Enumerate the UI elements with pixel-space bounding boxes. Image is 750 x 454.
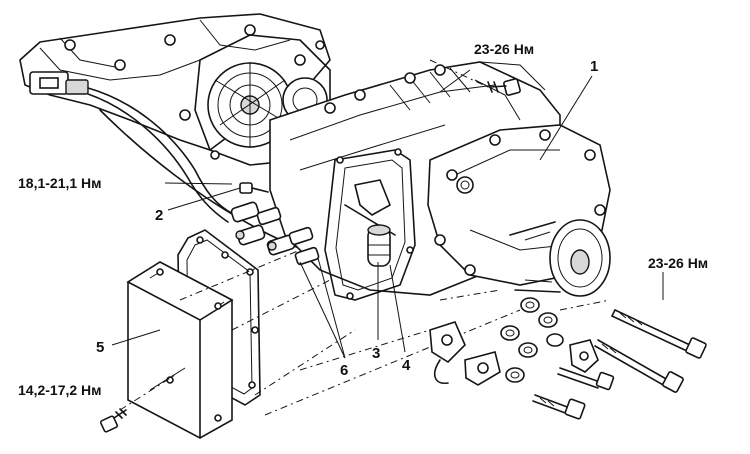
torque-label-top-bolt: 23-26 Нм: [474, 41, 534, 57]
torque-label-cover-bolt: 14,2-17,2 Нм: [18, 382, 102, 398]
cover-bolt: [99, 408, 127, 433]
hardware-washers: [500, 297, 564, 383]
torque-label-side-bolts: 23-26 Нм: [648, 255, 708, 271]
shift-fork-assembly: [344, 179, 396, 267]
callout-6: 6: [340, 362, 348, 379]
callout-2: 2: [155, 207, 163, 224]
sensor-bolt: [239, 182, 269, 194]
rear-extension-housing: [427, 124, 611, 297]
callout-5: 5: [96, 339, 104, 356]
assembly-lines: [119, 59, 611, 416]
brackets: [429, 321, 599, 386]
callout-4: 4: [402, 357, 411, 374]
wiring-connector: [29, 71, 89, 95]
callout-1: 1: [590, 58, 598, 75]
side-cover: [126, 261, 234, 439]
torque-label-sensor: 18,1-21,1 Нм: [18, 175, 102, 191]
speed-sensors: [230, 201, 320, 266]
side-opening-frame: [324, 148, 416, 301]
long-bolts: [532, 309, 707, 420]
leader-lines: [111, 75, 593, 391]
callout-3: 3: [372, 345, 380, 362]
top-bolt: [487, 78, 521, 96]
